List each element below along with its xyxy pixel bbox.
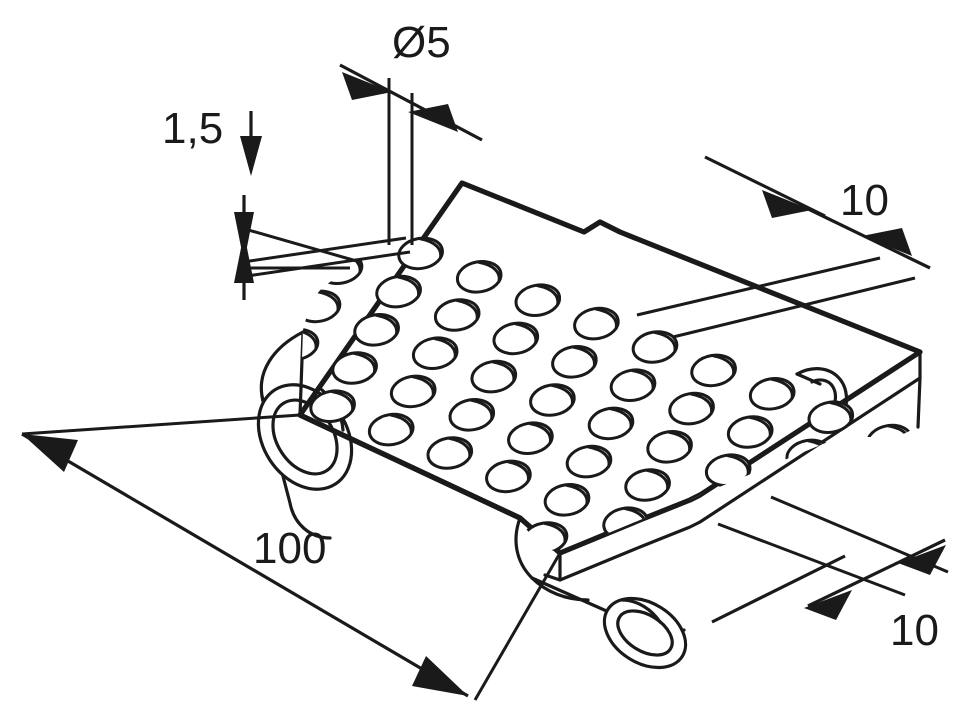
perforation-hole [565,444,613,479]
perforation-hole [631,330,679,364]
perforation-hole [609,368,657,402]
dimension-label-pitch-lower: 10 [890,606,939,655]
perforation-hole [602,506,649,540]
perforation-hole [448,398,496,432]
arrowhead-thickness-leader [240,136,262,176]
perforation-hole [660,529,708,553]
arrowhead-pitch-lower-left [804,590,852,620]
perforation-hole [719,551,768,588]
perforation-hole [382,512,430,547]
perforation-hole [704,453,752,487]
perforation-hole [300,327,320,362]
arrowhead-diameter-right [408,104,458,132]
perforation-hole [360,550,408,553]
dimension-label-diameter: Ø5 [392,18,451,67]
dimension-plate-length: 100 [21,413,562,701]
perforation-hole [492,321,540,356]
perforation-hole [748,377,796,411]
dimension-label-100: 100 [253,524,326,573]
perforation-hole [741,515,789,549]
perforation-hole [455,260,503,294]
dimension-plate-thickness: 1,5 [162,104,411,300]
perforation-hole [785,438,833,473]
perforation-hole [353,313,400,347]
hinge-barrel-left [256,330,354,540]
perforation-hole [300,289,342,324]
perforation-hole [514,283,562,317]
arrowhead-pitch-upper-right [862,228,912,256]
perforation-hole [433,298,481,332]
perforation-hole [323,489,371,523]
perforation-hole [338,587,387,624]
perforation-hole [543,483,591,517]
perforation-hole [866,423,913,458]
perforation-hole [470,359,518,394]
perforation-hole [309,389,356,423]
perforation-hole [389,374,437,409]
perforation-hole [807,400,855,434]
dimension-hole-diameter: Ø5 [339,18,483,245]
hinge-barrel-bottom [514,516,688,670]
perforation-hole [404,474,452,508]
arrowhead-diameter-left [342,72,392,100]
perforation-hole [485,459,532,494]
arrowhead-100-right [412,656,468,696]
arrowhead-pitch-lower-right [898,545,946,575]
perforation-hole [551,345,598,379]
perforation-hole [587,406,635,441]
perforation-hole [441,536,488,553]
arrowhead-thickness-lower [234,233,254,283]
perforation-hole [624,468,671,502]
arrowhead-100-left [22,434,78,472]
perforation-hole [367,412,415,447]
perforation-hole [507,421,554,455]
perforation-hole [844,462,891,496]
dimension-hole-pitch-upper: 10 [636,155,931,339]
perforation-hole [763,476,811,511]
perforation-hole [397,236,444,271]
dimension-label-1-5: 1,5 [162,104,223,153]
arrowhead-pitch-upper-left [762,190,812,218]
perforation-hole [690,353,737,388]
perforation-hole [375,274,422,309]
perforation-hole [331,351,378,385]
perforation-hole [418,572,467,609]
perforation-hole [426,436,474,470]
perforation-hole [726,415,774,449]
perforation-hole [529,383,576,417]
plate-thickness-band [543,350,922,582]
perforation-hole [668,391,715,426]
dimension-label-pitch-upper: 10 [840,176,889,225]
perforation-hole [638,566,687,603]
plate-lower-left-edge [297,412,523,521]
perforation-hole [411,336,459,370]
dimension-hole-pitch-lower: 10 [711,495,949,655]
perforation-hole [573,306,620,341]
perforation-hole [646,430,693,464]
